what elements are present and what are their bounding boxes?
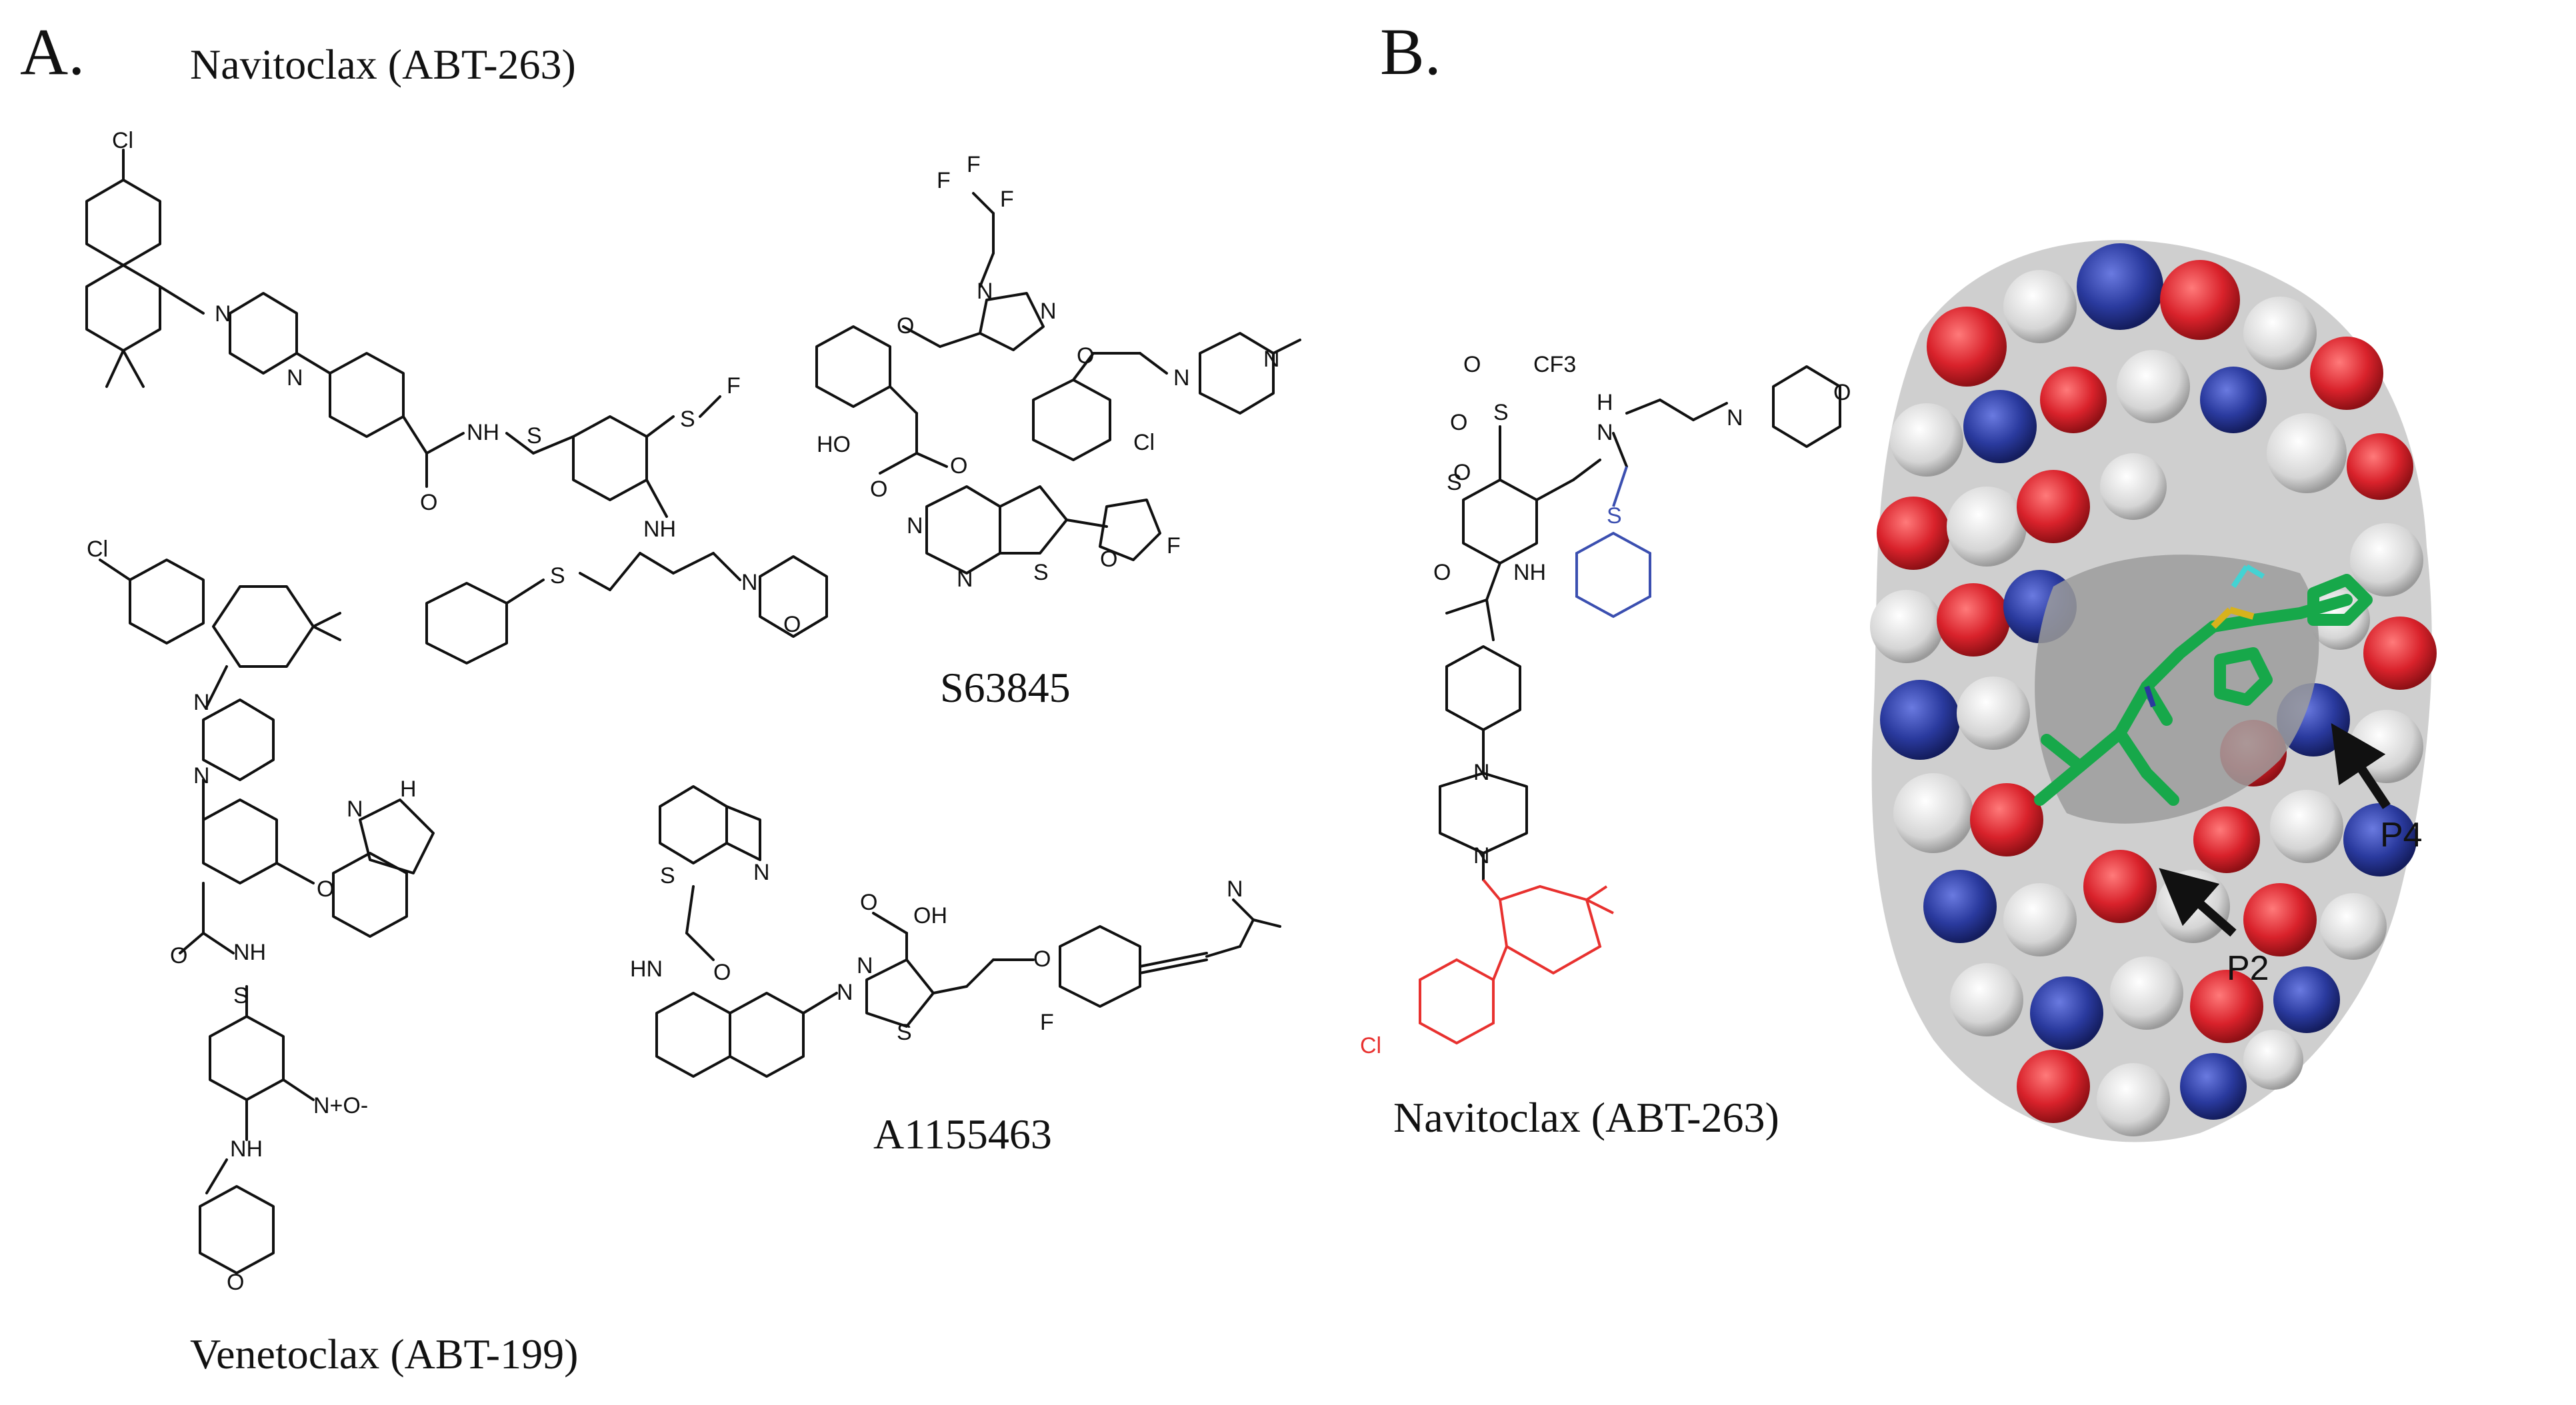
atom-label: F — [1040, 1010, 1054, 1035]
p4-arrow — [2331, 723, 2391, 809]
atom-label: F — [727, 373, 741, 399]
atom-label: F — [1167, 533, 1181, 559]
atom-label: O — [1463, 352, 1481, 377]
atom-label: CF3 — [1533, 352, 1576, 377]
navitoclax-caption-b: Navitoclax (ABT-263) — [1393, 1094, 1779, 1141]
atom-label: O — [1100, 547, 1117, 572]
atom-label: NH — [1513, 560, 1546, 585]
atom-label: N — [193, 763, 210, 788]
atom-label: N — [837, 980, 853, 1005]
atom-label: N — [857, 953, 873, 978]
atom-label: H — [1597, 390, 1613, 415]
panel-a-letter: A. — [20, 15, 85, 89]
atom-label: O — [1033, 946, 1051, 972]
navitoclax-structure-a: Cl N N O NH S S F NH S N O — [85, 128, 828, 665]
atom-label: O — [870, 477, 887, 502]
atom-label: N — [907, 513, 923, 539]
atom-label: S — [550, 563, 565, 589]
atom-label: N — [753, 860, 770, 885]
atom-label: N — [1473, 760, 1490, 785]
atom-label: S — [1607, 503, 1622, 529]
protein-surface-image: P2 P4 — [1870, 240, 2437, 1142]
atom-label: N — [347, 796, 363, 822]
atom-label: Cl — [1133, 430, 1155, 455]
atom-label: Cl — [87, 537, 108, 562]
atom-label: Cl — [112, 128, 133, 153]
atom-label: OH — [913, 903, 947, 928]
navitoclax-structure-b: O CF3 S O H N N O O S NH O N N S Cl — [1360, 352, 1851, 1058]
atom-label: H — [400, 776, 417, 802]
a1155463-caption: A1155463 — [873, 1110, 1052, 1158]
atom-label: N — [1227, 876, 1243, 902]
atom-label: O — [1433, 560, 1451, 585]
atom-label: O — [897, 313, 914, 339]
atom-label: O — [317, 876, 334, 902]
a1155463-structure: S N HN O N N S O OH O F N — [630, 785, 1281, 1078]
atom-label: N — [741, 570, 758, 595]
atom-label: NH — [230, 1136, 263, 1162]
atom-label: F — [1000, 187, 1014, 212]
atom-label: S — [660, 863, 675, 888]
atom-label: O — [1453, 460, 1471, 485]
atom-label: S — [1493, 400, 1509, 425]
venetoclax-structure: Cl N N O N H O NH S N+O- NH O — [87, 537, 435, 1295]
atom-label: S — [897, 1020, 912, 1045]
atom-label: O — [1077, 343, 1094, 369]
atom-label: O — [713, 960, 731, 985]
atom-label: N — [1263, 347, 1280, 372]
atom-label: NH — [643, 517, 676, 542]
atom-label: O — [1833, 380, 1851, 405]
atom-label: N — [287, 365, 303, 391]
atom-label: O — [950, 453, 967, 479]
atom-label: N — [1727, 405, 1743, 431]
atom-label: N+O- — [313, 1093, 368, 1118]
atom-label: NH — [233, 940, 266, 965]
venetoclax-caption: Venetoclax (ABT-199) — [190, 1330, 579, 1378]
atom-label: N — [215, 301, 231, 327]
atom-label: S — [527, 423, 542, 449]
pocket-label-p4: P4 — [2380, 816, 2423, 854]
s63845-caption: S63845 — [940, 664, 1071, 711]
atom-label: S — [233, 983, 249, 1008]
atom-label: NH — [467, 420, 499, 445]
atom-label: HN — [630, 956, 663, 982]
atom-label: S — [680, 407, 695, 432]
atom-label: F — [937, 168, 951, 193]
atom-label: N — [1473, 843, 1490, 868]
atom-label: N — [1597, 420, 1613, 445]
atom-label: O — [170, 943, 187, 968]
atom-label: O — [420, 490, 437, 515]
atom-label: S — [1447, 470, 1462, 495]
atom-label: N — [193, 690, 210, 715]
pocket-label-p2: P2 — [2227, 949, 2269, 988]
atom-label: HO — [817, 432, 851, 457]
atom-label: N — [957, 567, 973, 592]
atom-label: O — [1450, 410, 1467, 435]
atom-label: Cl — [1360, 1033, 1381, 1058]
atom-label: O — [227, 1270, 244, 1295]
atom-label: O — [783, 612, 801, 637]
s63845-structure: F F F N N O HO O O N N S Cl O N N O F — [815, 152, 1301, 592]
atom-label: S — [1033, 560, 1049, 585]
navitoclax-caption-a: Navitoclax (ABT-263) — [190, 41, 576, 88]
atom-label: N — [1040, 299, 1057, 324]
atom-label: N — [977, 279, 993, 304]
atom-label: F — [967, 152, 981, 177]
atom-label: O — [860, 890, 877, 915]
atom-label: N — [1173, 365, 1190, 391]
p2-arrow — [2159, 868, 2237, 937]
panel-b-letter: B. — [1380, 15, 1441, 89]
